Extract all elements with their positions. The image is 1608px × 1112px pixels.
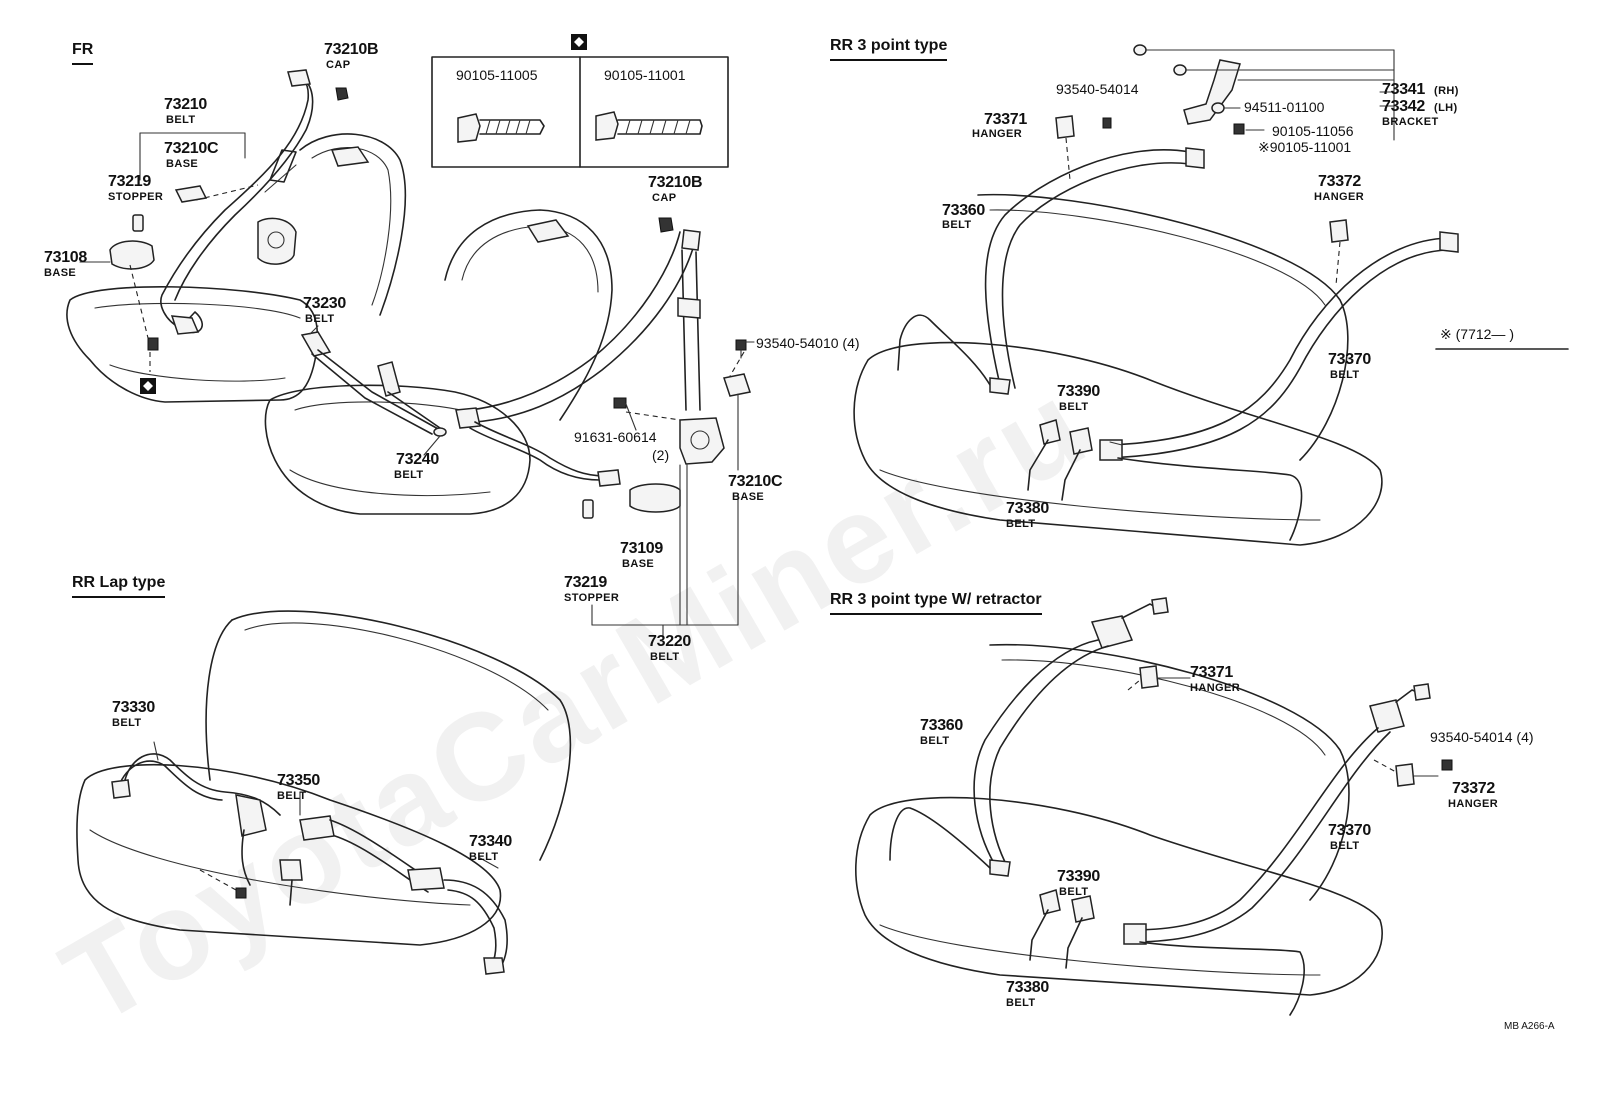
- section-title-rr3: RR 3 point type: [830, 38, 948, 61]
- rr3-seat: [853, 193, 1383, 546]
- part-name-belt: BELT: [394, 469, 424, 481]
- part-number-73370: 73370: [1328, 351, 1371, 368]
- part-name-cap: CAP: [326, 59, 351, 71]
- part-name-belt: BELT: [1330, 840, 1360, 852]
- part-number-73380: 73380: [1006, 500, 1049, 517]
- part-number-73370: 73370: [1328, 822, 1371, 839]
- rr3-belts: [897, 44, 1459, 541]
- section-title-rr3-retractor: RR 3 point type W/ retractor: [830, 592, 1042, 615]
- part-name-stopper: STOPPER: [108, 191, 164, 203]
- part-number-73220: 73220: [648, 633, 691, 650]
- part-number-73372: 73372: [1318, 173, 1361, 190]
- part-name-base: BASE: [732, 491, 765, 503]
- fr-rear-seat: [66, 133, 407, 403]
- section-title-rr-lap: RR Lap type: [72, 575, 166, 598]
- part-name-base: BASE: [622, 558, 655, 570]
- part-number-73219: 73219: [108, 173, 151, 190]
- part-number-73380: 73380: [1006, 979, 1049, 996]
- part-number-73210b: 73210B: [324, 41, 379, 58]
- part-number-73340: 73340: [469, 833, 512, 850]
- part-name-belt: BELT: [277, 790, 307, 802]
- part-number-73371: 73371: [984, 111, 1027, 128]
- part-name-stopper: STOPPER: [564, 592, 620, 604]
- part-number-73219: 73219: [564, 574, 607, 591]
- part-number-91631-60614: 91631-60614: [574, 429, 657, 445]
- part-number-73108: 73108: [44, 249, 87, 266]
- part-number-73390: 73390: [1057, 868, 1100, 885]
- fr-belt-73220: [455, 217, 751, 519]
- part-number-90105-11056: 90105-11056: [1272, 123, 1354, 139]
- part-name-belt: BELT: [1059, 886, 1089, 898]
- part-number-73390: 73390: [1057, 383, 1100, 400]
- diamond-marker-icon: [140, 378, 156, 394]
- part-number-73342: 73342: [1382, 98, 1425, 115]
- part-name-belt: BELT: [1006, 518, 1036, 530]
- figure-reference: MB A266-A: [1504, 1021, 1555, 1032]
- part-name-hanger: HANGER: [1314, 191, 1365, 203]
- fr-leaders: [79, 132, 755, 637]
- part-name-cap: CAP: [652, 192, 677, 204]
- part-name-bracket: BRACKET: [1382, 116, 1439, 128]
- part-name-belt: BELT: [920, 735, 950, 747]
- section-title-fr: FR: [72, 42, 94, 65]
- rr3ret-belts: [889, 597, 1453, 1016]
- part-number-94511-01100: 94511-01100: [1244, 99, 1325, 115]
- part-name-hanger: HANGER: [1448, 798, 1499, 810]
- part-number-73372: 73372: [1452, 780, 1495, 797]
- part-name-belt: BELT: [1330, 369, 1360, 381]
- part-number-73341: 73341: [1382, 81, 1425, 98]
- part-side-lh: (LH): [1434, 102, 1458, 114]
- part-number-73371: 73371: [1190, 664, 1233, 681]
- fr-front-seat: [264, 209, 613, 515]
- part-name-belt: BELT: [305, 313, 335, 325]
- part-number-90105-11001: ※90105-11001: [1258, 139, 1352, 155]
- part-number-73210b: 73210B: [648, 174, 703, 191]
- part-name-belt: BELT: [650, 651, 680, 663]
- part-number-73210c: 73210C: [728, 473, 783, 490]
- part-number-73350: 73350: [277, 772, 320, 789]
- part-name-base: BASE: [44, 267, 77, 279]
- rrlap-belts: [111, 741, 508, 975]
- part-number-73240: 73240: [396, 451, 439, 468]
- rrlap-seat: [76, 610, 572, 946]
- bolt-box: [431, 34, 729, 168]
- part-number-93540-54014: 93540-54014: [1056, 81, 1139, 97]
- bolt-part-number-90105-11001: 90105-11001: [604, 67, 686, 83]
- part-name-belt: BELT: [1006, 997, 1036, 1009]
- part-number-73360: 73360: [920, 717, 963, 734]
- part-name-base: BASE: [166, 158, 199, 170]
- part-name-belt: BELT: [1059, 401, 1089, 413]
- part-number-73109: 73109: [620, 540, 663, 557]
- fr-belt-73210: [109, 69, 349, 372]
- part-number-73360: 73360: [942, 202, 985, 219]
- rr3ret-seat: [855, 643, 1383, 996]
- fr-belt-73230-73240: [300, 331, 447, 437]
- part-number-93540-54014: 93540-54014 (4): [1430, 729, 1534, 745]
- bolt-part-number-90105-11005: 90105-11005: [456, 67, 538, 83]
- part-quantity: (2): [652, 447, 670, 463]
- part-name-belt: BELT: [469, 851, 499, 863]
- part-name-belt: BELT: [942, 219, 972, 231]
- part-name-belt: BELT: [166, 114, 196, 126]
- part-number-73230: 73230: [303, 295, 346, 312]
- part-number-73210: 73210: [164, 96, 207, 113]
- part-number-73210c: 73210C: [164, 140, 219, 157]
- part-name-hanger: HANGER: [972, 128, 1023, 140]
- part-number-93540-54010: 93540-54010 (4): [756, 335, 860, 351]
- serial-note: ※ (7712— ): [1440, 326, 1514, 342]
- part-name-belt: BELT: [112, 717, 142, 729]
- part-side-rh: (RH): [1434, 85, 1459, 97]
- part-number-73330: 73330: [112, 699, 155, 716]
- part-name-hanger: HANGER: [1190, 682, 1241, 694]
